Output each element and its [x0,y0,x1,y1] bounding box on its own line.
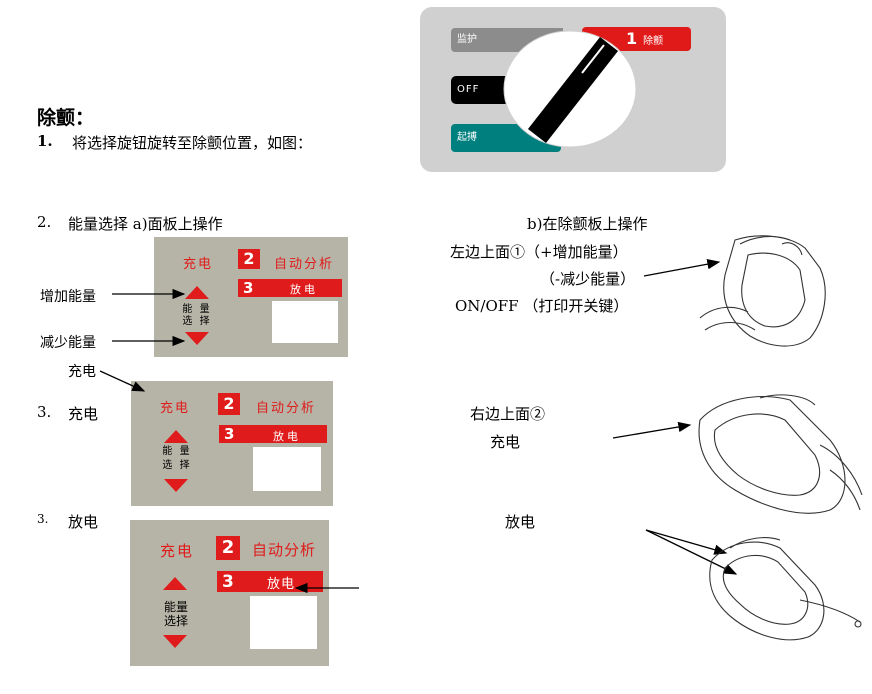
charge-number-badge: 2 [216,536,240,560]
charge-label: 充电 [160,401,191,416]
charge-callout: 充电 [68,364,96,380]
charge-number-badge: 2 [238,249,260,269]
energy-select-label: 能 量 选 择 [182,304,212,327]
step1-number: 1. [37,132,53,150]
discharge-label: 放电 [290,283,318,296]
increase-energy-label: 增加能量 [40,289,96,305]
auto-analyze-label: 自动分析 [274,257,335,272]
discharge-label: 放电 [273,430,301,443]
paddle-sketch-left [699,235,826,347]
paddle-sketch-right [698,394,863,514]
paddle-sketch-bottom [709,537,862,641]
charge-panel: 充电 2 自动分析 3 放电 能 量 选 择 [131,381,333,506]
discharge-bar: 3 放电 [238,279,342,297]
step3-discharge-text: 放电 [68,513,99,531]
section-title: 除颤： [37,107,95,129]
discharge-arrow-1 [645,529,728,555]
mode-defib-number: 1 [626,29,638,48]
right-paddle-arrow [612,421,692,439]
energy-up-arrow[interactable] [185,286,209,299]
energy-panel: 充电 2 自动分析 3 放电 能 量 选 择 [154,237,348,357]
display-window [272,301,338,343]
step2b-heading: b)在除颤板上操作 [527,215,648,233]
display-window [250,596,317,649]
left-paddle-arrow [643,259,721,277]
step2-number: 2. [37,213,52,231]
discharge-number: 3 [224,425,235,443]
discharge-label: 放电 [267,577,296,592]
energy-up-arrow[interactable] [163,577,187,590]
energy-down-arrow[interactable] [185,332,209,345]
energy-down-arrow[interactable] [163,635,187,648]
discharge-number: 3 [222,572,234,592]
charge-number-badge[interactable]: 2 [218,393,240,415]
auto-analyze-label: 自动分析 [252,541,317,559]
right-paddle-label: 右边上面② [470,405,546,423]
charge-callout-arrow [99,370,146,392]
step3-charge-number: 3. [37,403,52,421]
discharge-arrow-2 [645,529,738,575]
step2b-line1: 左边上面①（+增加能量） [450,243,628,261]
step2b-line2: （-减少能量） [540,270,636,288]
right-paddle-charge: 充电 [490,433,521,451]
auto-analyze-label: 自动分析 [256,401,317,416]
discharge-paddle-label: 放电 [505,513,536,531]
energy-down-arrow[interactable] [164,479,188,492]
discharge-bar: 3 放电 [219,425,327,443]
display-window [253,447,321,491]
discharge-number: 3 [243,279,254,297]
step3-charge-text: 充电 [68,405,99,423]
energy-select-label: 能 量 选 择 [162,446,192,471]
selector-knob [503,30,637,148]
step2-text: 能量选择 a)面板上操作 [68,215,223,233]
energy-select-label: 能量 选择 [163,600,188,628]
mode-defib-text: 除颤 [643,36,664,47]
charge-label: 充电 [183,257,214,272]
step3-discharge-number: 3. [37,512,49,526]
step1-text: 将选择旋钮旋转至除颤位置，如图： [72,134,313,152]
energy-up-arrow[interactable] [164,430,188,443]
decrease-energy-label: 减少能量 [40,335,96,351]
charge-label: 充电 [160,542,195,560]
step2b-line3: ON/OFF （打印开关键） [455,297,629,315]
